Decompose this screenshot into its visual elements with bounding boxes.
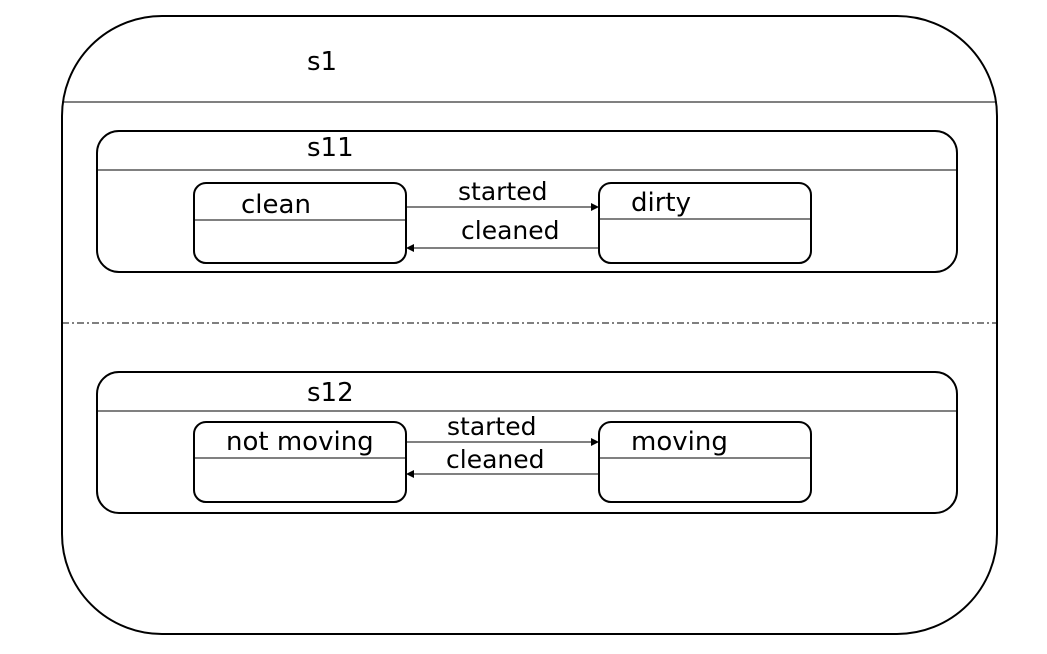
state-dirty (598, 182, 812, 264)
composite-state-s1 (61, 15, 998, 635)
state-dirty-label: dirty (631, 188, 691, 218)
state-clean (193, 182, 407, 264)
state-moving (598, 421, 812, 503)
composite-state-title: s1 (307, 47, 337, 77)
transition-dirty-to-clean-label: cleaned (461, 216, 560, 245)
state-clean-label: clean (241, 190, 311, 220)
state-not-moving-label: not moving (226, 427, 374, 457)
transition-moving-to-not-moving-label: cleaned (446, 445, 545, 474)
region-s11-title: s11 (307, 133, 354, 163)
transition-clean-to-dirty-label: started (458, 177, 547, 206)
region-s12-title: s12 (307, 378, 354, 408)
state-moving-label: moving (631, 427, 728, 457)
state-not-moving (193, 421, 407, 503)
transition-not-moving-to-moving-label: started (447, 412, 536, 441)
